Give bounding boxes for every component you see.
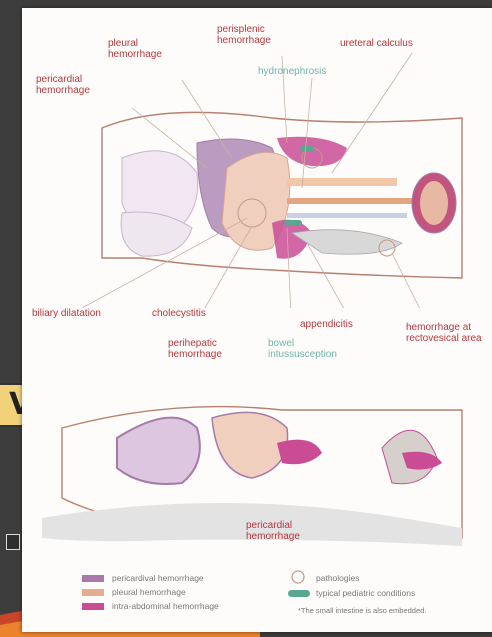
legend-label-pleural: pleural hemorrhage: [112, 587, 186, 597]
liver-lateral: [212, 412, 288, 478]
label-appendicitis: appendicitis: [300, 319, 353, 330]
teal-mark-2: [300, 146, 314, 152]
legend-swatch-pleural: [82, 589, 104, 596]
label-hydronephrosis: hydronephrosis: [258, 66, 326, 77]
bowel-loop: [292, 230, 402, 255]
legend-swatch-pediatric: [288, 590, 310, 597]
label-perisplenic: perisplenic hemorrhage: [217, 24, 271, 46]
label-perihepatic: perihepatic hemorrhage: [168, 338, 222, 360]
vessel-bar: [287, 213, 407, 218]
spine-bar: [287, 178, 397, 186]
label-pericardial-top: pericardial hemorrhage: [36, 74, 90, 96]
lung-lateral: [117, 418, 200, 484]
diagram-card: perisplenic hemorrhage pleural hemorrhag…: [22, 8, 492, 632]
label-bowel: bowel intussusception: [268, 338, 337, 360]
legend-footnote: *The small intestine is also embedded.: [298, 606, 426, 615]
legend-label-pathologies: pathologies: [316, 573, 359, 583]
pathology-circle-icon: [290, 569, 306, 585]
legend-label-pediatric: typical pediatric conditions: [316, 588, 415, 598]
legend-label-abdominal: intra-abdominal hemorrhage: [112, 601, 219, 611]
legend-swatch-pericardial: [82, 575, 104, 582]
teal-mark-1: [284, 220, 302, 226]
label-pericardial-bottom: pericardial hemorrhage: [246, 520, 300, 542]
bladder-inner: [420, 181, 448, 225]
ureter-bar: [287, 198, 417, 204]
label-biliary: biliary dilatation: [32, 308, 101, 319]
label-rectovesical: hemorrhage at rectovesical area: [406, 322, 482, 344]
top-view-illustration: [22, 8, 492, 308]
label-cholecystitis: cholecystitis: [152, 308, 206, 319]
label-ureteral: ureteral calculus: [340, 38, 413, 49]
legend-label-pericardial: pericardival hemorrhage: [112, 573, 204, 583]
overlay-box-marker: [6, 534, 20, 550]
label-pleural-top: pleural hemorrhage: [108, 38, 162, 60]
abdominal-lateral: [277, 440, 322, 465]
legend-swatch-abdominal: [82, 603, 104, 610]
